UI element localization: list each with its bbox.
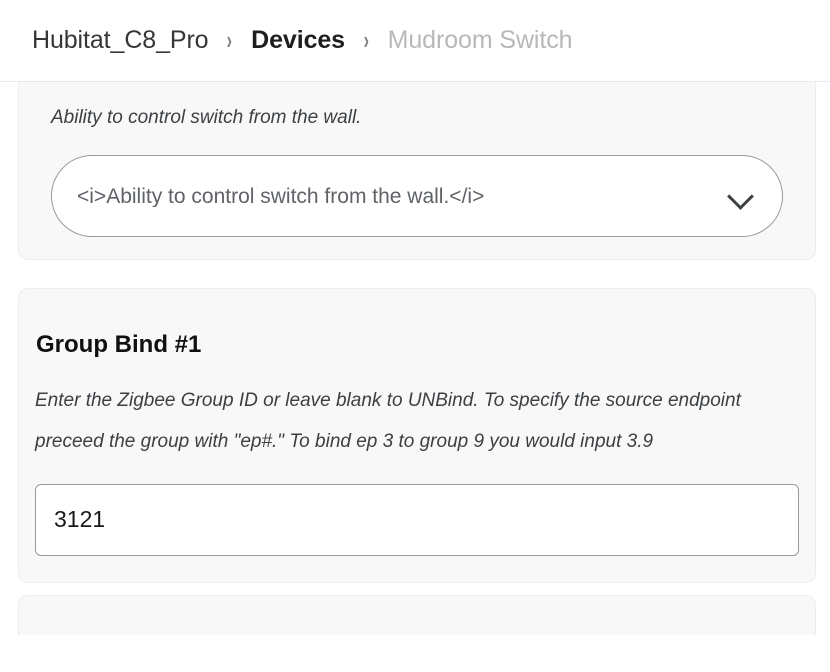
- next-setting-card: [18, 594, 816, 635]
- breadcrumb: Hubitat_C8_Pro › Devices › Mudroom Switc…: [32, 24, 573, 55]
- settings-scroll-area[interactable]: Ability to control switch from the wall.…: [0, 82, 830, 672]
- breadcrumb-item-devices[interactable]: Devices: [251, 26, 345, 54]
- group-bind-1-description: Enter the Zigbee Group ID or leave blank…: [35, 389, 741, 452]
- breadcrumb-item-hub[interactable]: Hubitat_C8_Pro: [32, 26, 209, 54]
- wall-control-setting-card: Ability to control switch from the wall.…: [18, 82, 816, 260]
- wall-control-select-value: <i>Ability to control switch from the wa…: [77, 185, 485, 207]
- group-bind-1-input[interactable]: 3121: [35, 483, 799, 556]
- wall-control-description: Ability to control switch from the wall.: [51, 107, 362, 128]
- group-bind-1-title: Group Bind #1: [36, 330, 202, 358]
- breadcrumb-item-current-device: Mudroom Switch: [387, 26, 573, 54]
- wall-control-select[interactable]: <i>Ability to control switch from the wa…: [51, 155, 783, 237]
- chevron-right-icon: ›: [227, 24, 233, 55]
- group-bind-1-card: Group Bind #1 Enter the Zigbee Group ID …: [18, 288, 816, 583]
- group-bind-1-input-value: 3121: [54, 506, 106, 533]
- breadcrumb-header: Hubitat_C8_Pro › Devices › Mudroom Switc…: [0, 0, 830, 82]
- chevron-down-icon[interactable]: [728, 182, 756, 210]
- chevron-right-icon: ›: [363, 24, 370, 55]
